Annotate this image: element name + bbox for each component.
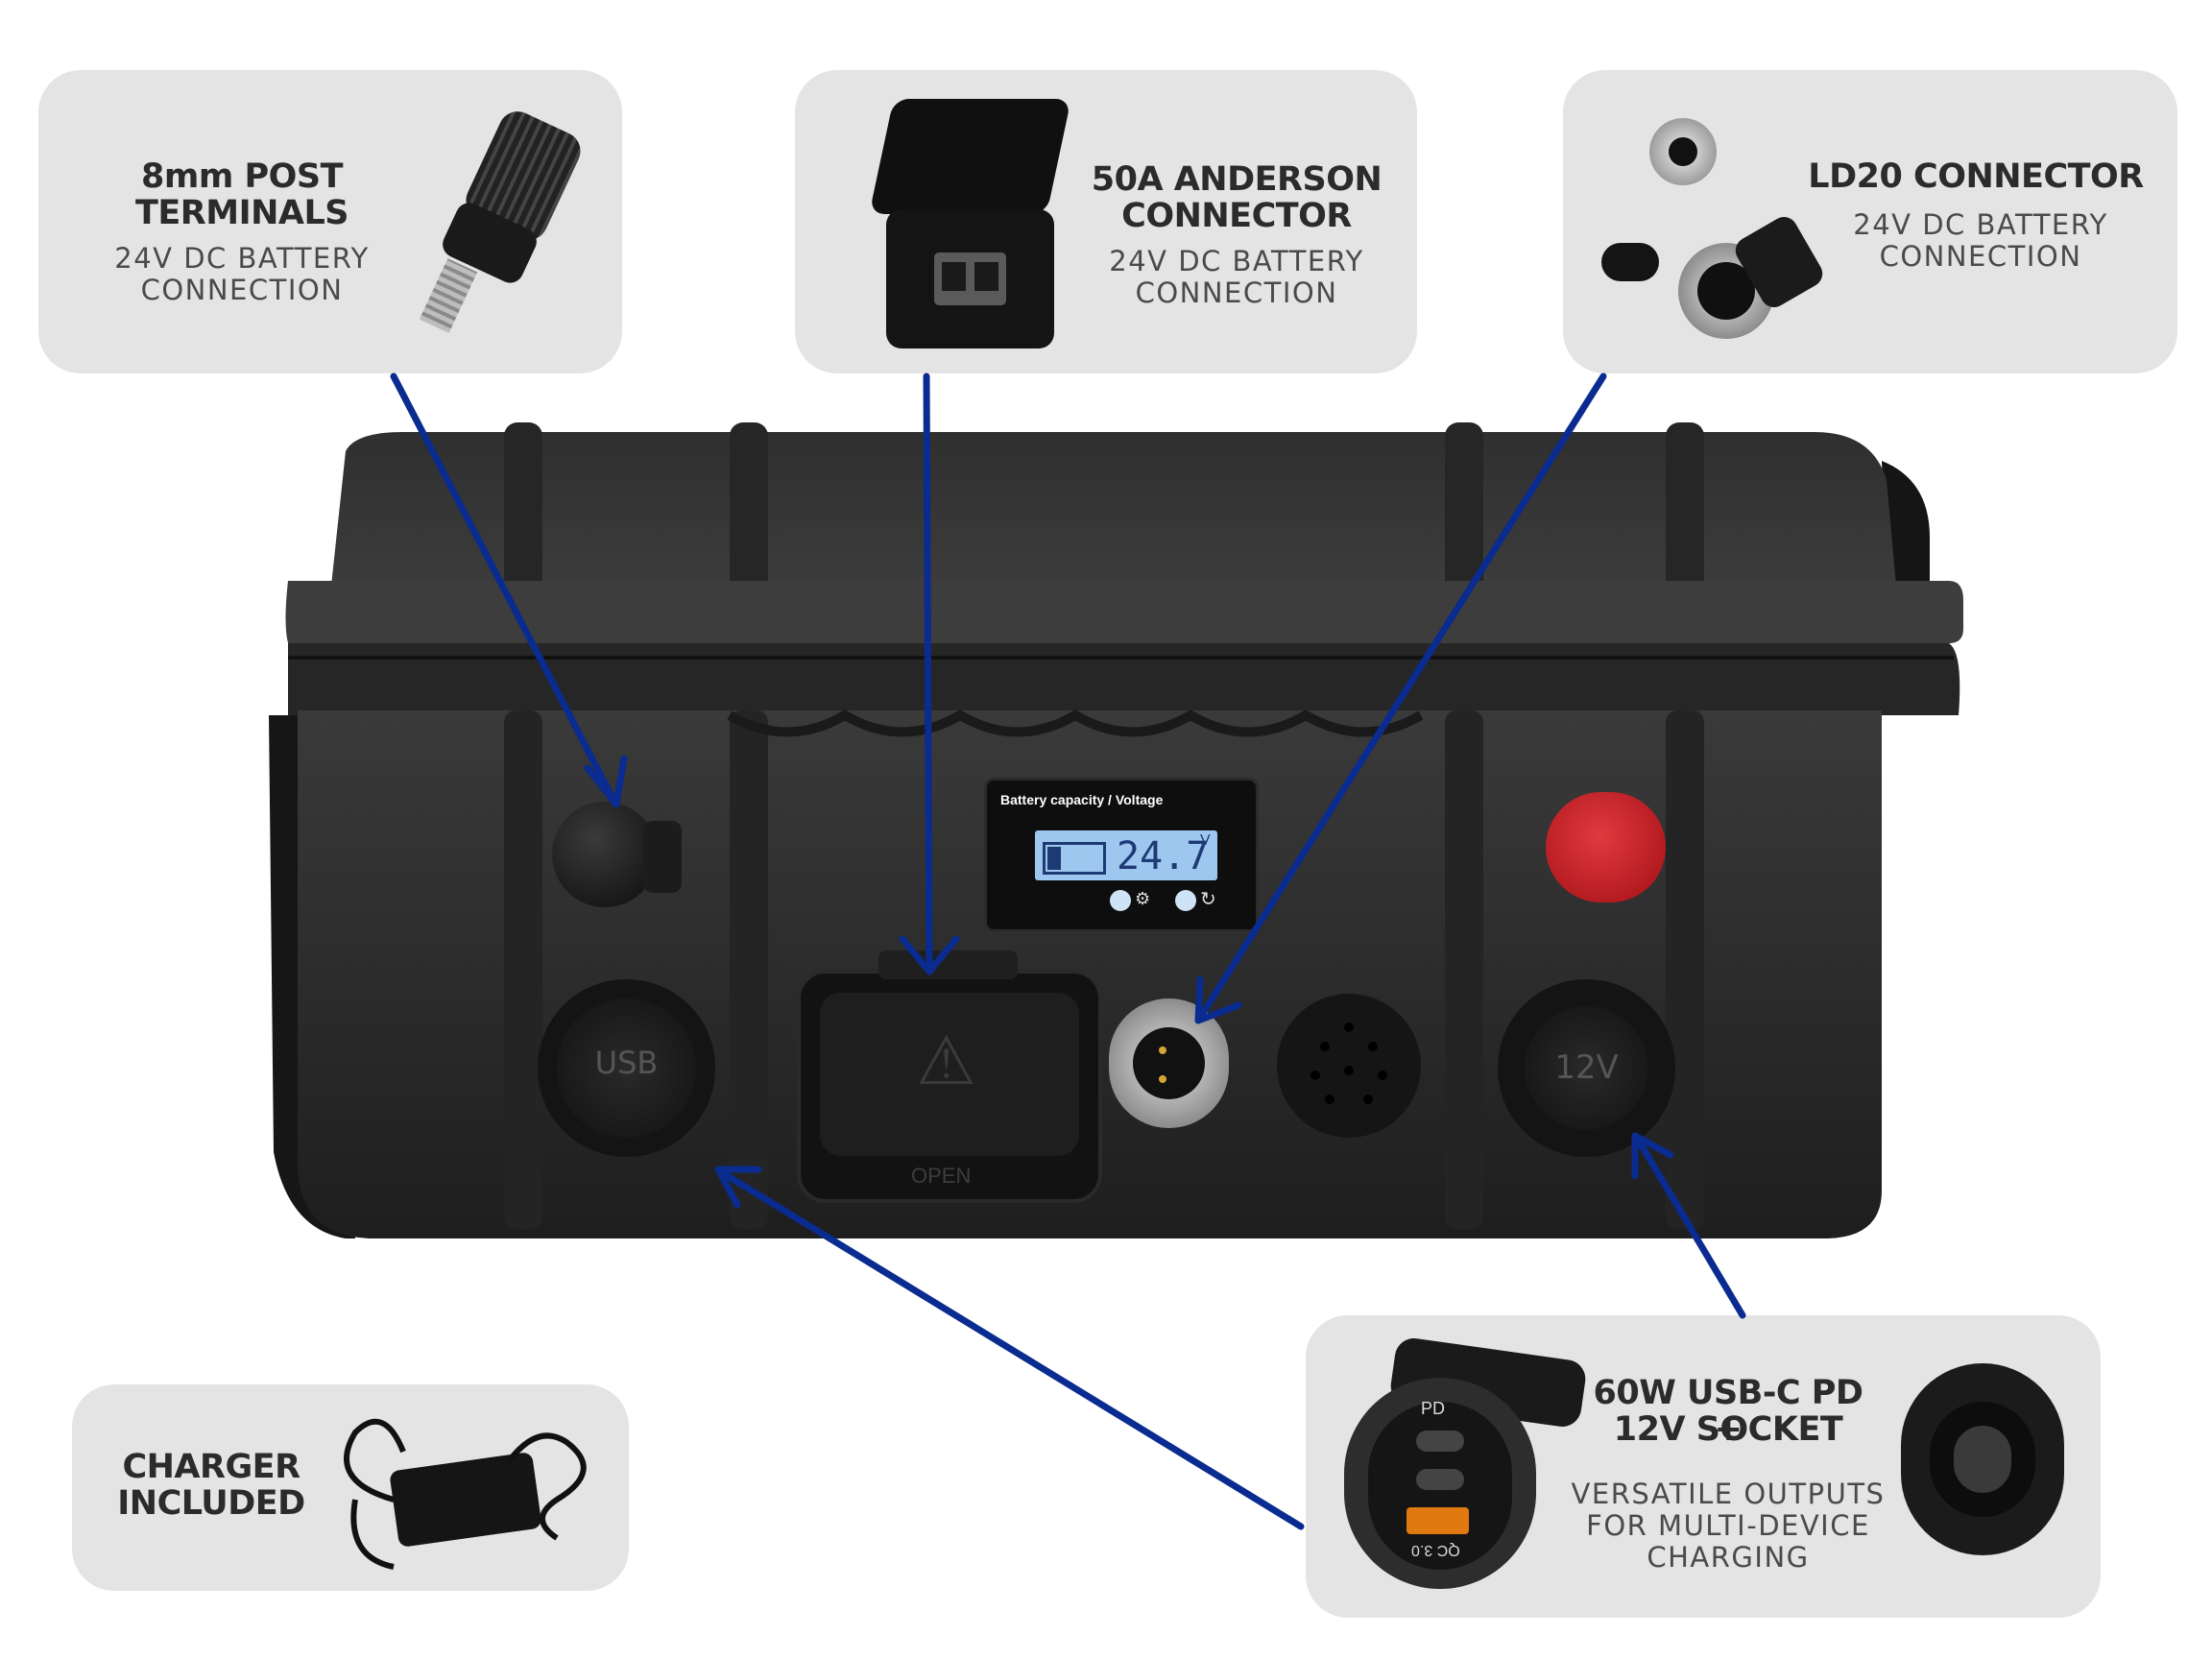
post-terminal-knob xyxy=(552,802,686,907)
refresh-icon: ↻ xyxy=(1200,889,1216,910)
open-label: OPEN xyxy=(911,1164,972,1188)
anderson-sub-1: 24V DC BATTERY xyxy=(1109,245,1364,277)
usbc-sub-3: CHARGING xyxy=(1647,1541,1810,1574)
post-terminals-sub-2: CONNECTION xyxy=(140,274,344,306)
charger-image xyxy=(317,1404,605,1576)
usbc-card: PD QC 3.0 60W USB-C PD + 12V SOCKET VERS… xyxy=(1306,1315,2101,1618)
usb-a-qc-port xyxy=(1407,1507,1469,1534)
ld20-card: LD20 CONNECTOR 24V DC BATTERY CONNECTION xyxy=(1563,70,2177,373)
post-terminals-title-2: TERMINALS xyxy=(135,194,349,232)
usbc-title-1: 60W USB-C PD + xyxy=(1593,1374,1863,1449)
warning-icon: ⚠ xyxy=(916,1023,976,1098)
usbc-sub-1: VERSATILE OUTPUTS xyxy=(1571,1478,1886,1510)
voltage-unit: V xyxy=(1200,832,1211,849)
usbc-sub-2: FOR MULTI-DEVICE xyxy=(1586,1509,1870,1542)
ld20-title-1: LD20 CONNECTOR xyxy=(1808,157,2144,196)
lcd-screen: 24.7 V xyxy=(1035,830,1217,880)
display-label: Battery capacity / Voltage xyxy=(1000,792,1164,807)
post-terminals-card: 8mm POST TERMINALS 24V DC BATTERY CONNEC… xyxy=(38,70,622,373)
usbc-image: PD QC 3.0 xyxy=(1325,1335,1603,1608)
anderson-card: 50A ANDERSON CONNECTOR 24V DC BATTERY CO… xyxy=(795,70,1417,373)
pd-label: PD xyxy=(1421,1399,1446,1418)
red-terminal-cap xyxy=(1546,792,1666,902)
12v-label: 12V xyxy=(1554,1048,1619,1087)
post-terminals-title-1: 8mm POST xyxy=(141,157,343,196)
ld20-sub-1: 24V DC BATTERY xyxy=(1853,208,2108,241)
anderson-sub-2: CONNECTION xyxy=(1135,276,1338,309)
speaker-grille xyxy=(1277,994,1421,1138)
voltage-display: Battery capacity / Voltage 24.7 V ⚙ ↻ xyxy=(984,778,1259,932)
refresh-button[interactable] xyxy=(1175,890,1196,911)
qc-label: QC 3.0 xyxy=(1411,1542,1460,1558)
anderson-hinge xyxy=(878,950,1018,979)
anderson-title-2: CONNECTOR xyxy=(1121,197,1352,235)
voltage-reading: 24.7 xyxy=(1117,834,1210,878)
battery-bar-icon xyxy=(1043,842,1106,875)
12v-socket: 12V xyxy=(1498,979,1675,1157)
usb-label: USB xyxy=(594,1045,659,1081)
charger-title-1: CHARGER xyxy=(122,1448,301,1486)
usbc-title-2: 12V SOCKET xyxy=(1613,1410,1843,1449)
ld20-socket xyxy=(1109,998,1229,1128)
charger-title-2: INCLUDED xyxy=(117,1484,305,1523)
anderson-image xyxy=(843,89,1071,358)
post-terminals-sub-1: 24V DC BATTERY xyxy=(114,242,370,275)
post-terminal-image xyxy=(419,105,588,339)
settings-button[interactable] xyxy=(1110,890,1131,911)
usb-c-port-2 xyxy=(1416,1469,1464,1490)
12v-socket-image xyxy=(1901,1363,2064,1555)
ld20-sub-2: CONNECTION xyxy=(1879,240,2082,273)
charger-card: CHARGER INCLUDED xyxy=(72,1384,629,1591)
usb-c-port-1 xyxy=(1416,1431,1464,1452)
gear-icon: ⚙ xyxy=(1135,889,1151,908)
ld20-image xyxy=(1601,118,1828,339)
anderson-cover: ⚠ OPEN xyxy=(797,970,1102,1203)
usb-socket: USB xyxy=(538,979,715,1157)
anderson-title-1: 50A ANDERSON xyxy=(1091,160,1382,199)
